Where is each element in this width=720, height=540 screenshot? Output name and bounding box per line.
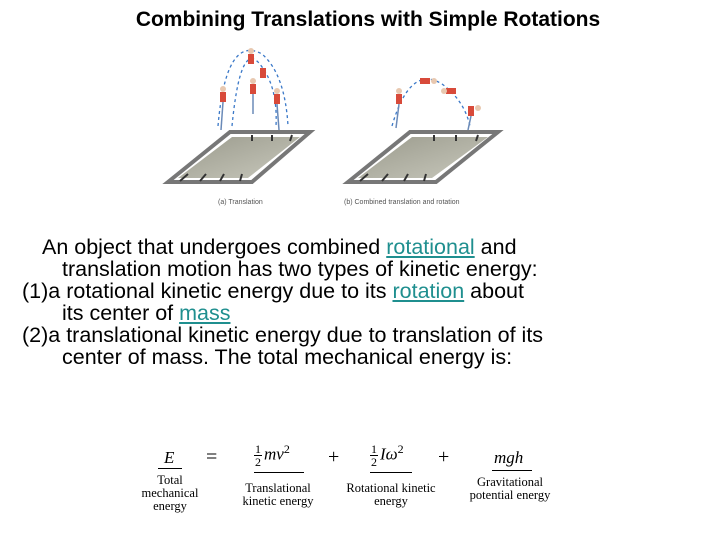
slide-title: Combining Translations with Simple Rotat…: [135, 8, 601, 31]
trampoline-figure: (a) Translation (b) Combined translation…: [162, 48, 504, 206]
plus-sign-1: +: [328, 446, 340, 468]
label-gravitational-potential-energy: Gravitational potential energy: [469, 475, 551, 502]
body-line-6: center of mass. The total mechanical ene…: [62, 345, 513, 369]
body-line-5: (2)a translational kinetic energy due to…: [22, 323, 544, 347]
plus-sign-2: +: [438, 446, 450, 468]
rotational-link[interactable]: rotational: [386, 235, 475, 259]
label-translational-kinetic-energy: Translational kinetic energy: [242, 481, 314, 508]
gravitational-term: mgh: [494, 448, 524, 467]
mass-link[interactable]: mass: [179, 301, 231, 325]
figure-caption-b: (b) Combined translation and rotation: [344, 199, 460, 206]
rotation-link[interactable]: rotation: [392, 279, 465, 303]
trampoline-right-illustration: [342, 78, 504, 184]
label-rotational-kinetic-energy: Rotational kinetic energy: [346, 481, 436, 508]
body-line-3: (1)a rotational kinetic energy due to it…: [22, 279, 524, 303]
body-line-1: An object that undergoes combined rotati…: [42, 235, 517, 259]
body-line-2: translation motion has two types of kine…: [62, 257, 538, 281]
body-line-4: its center of mass: [62, 301, 231, 325]
body-text: An object that undergoes combined rotati…: [22, 236, 712, 368]
label-total-mechanical-energy: Total mechanical energy: [141, 473, 199, 513]
equals-sign: =: [206, 446, 218, 468]
figure-caption-a: (a) Translation: [218, 199, 263, 206]
total-energy-symbol: E: [164, 448, 175, 467]
trampoline-left-illustration: [162, 48, 316, 184]
